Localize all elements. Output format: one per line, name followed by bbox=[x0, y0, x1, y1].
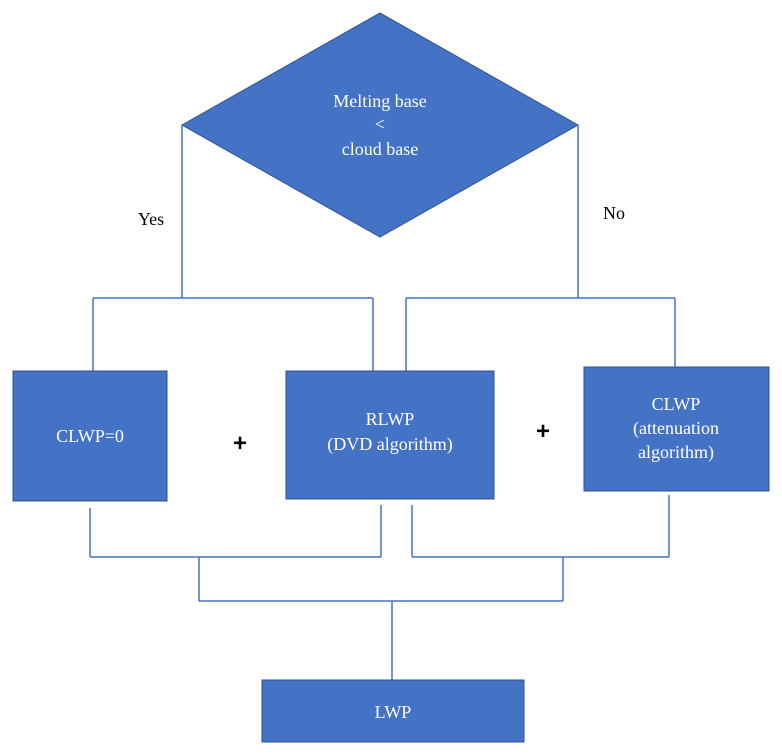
plus-right: + bbox=[536, 418, 550, 445]
yes-branch-label: Yes bbox=[138, 209, 164, 229]
no-branch-label: No bbox=[603, 203, 625, 223]
lwp-text: LWP bbox=[375, 702, 412, 722]
decision-diamond bbox=[180, 12, 580, 238]
clwp-zero-box bbox=[12, 370, 168, 502]
clwp-zero-text: CLWP=0 bbox=[56, 426, 124, 446]
clwp-attenuation-box bbox=[583, 366, 770, 492]
rlwp-box bbox=[285, 370, 495, 500]
decision-text-line1: Melting base bbox=[333, 91, 426, 111]
rlwp-text-line2: (DVD algorithm) bbox=[327, 434, 452, 455]
no-branch-connector bbox=[405, 125, 676, 371]
decision-text-line2: < bbox=[375, 114, 385, 134]
clwp-att-text-line2: (attenuation bbox=[633, 418, 719, 439]
lwp-box bbox=[261, 679, 525, 743]
clwp-att-text-line3: algorithm) bbox=[638, 442, 714, 463]
clwp-att-text-line1: CLWP bbox=[652, 394, 701, 414]
rlwp-text-line1: RLWP bbox=[366, 409, 415, 429]
merge-connector bbox=[89, 495, 670, 680]
yes-branch-connector bbox=[92, 125, 374, 371]
plus-left: + bbox=[233, 430, 247, 457]
decision-text-line3: cloud base bbox=[342, 139, 418, 159]
